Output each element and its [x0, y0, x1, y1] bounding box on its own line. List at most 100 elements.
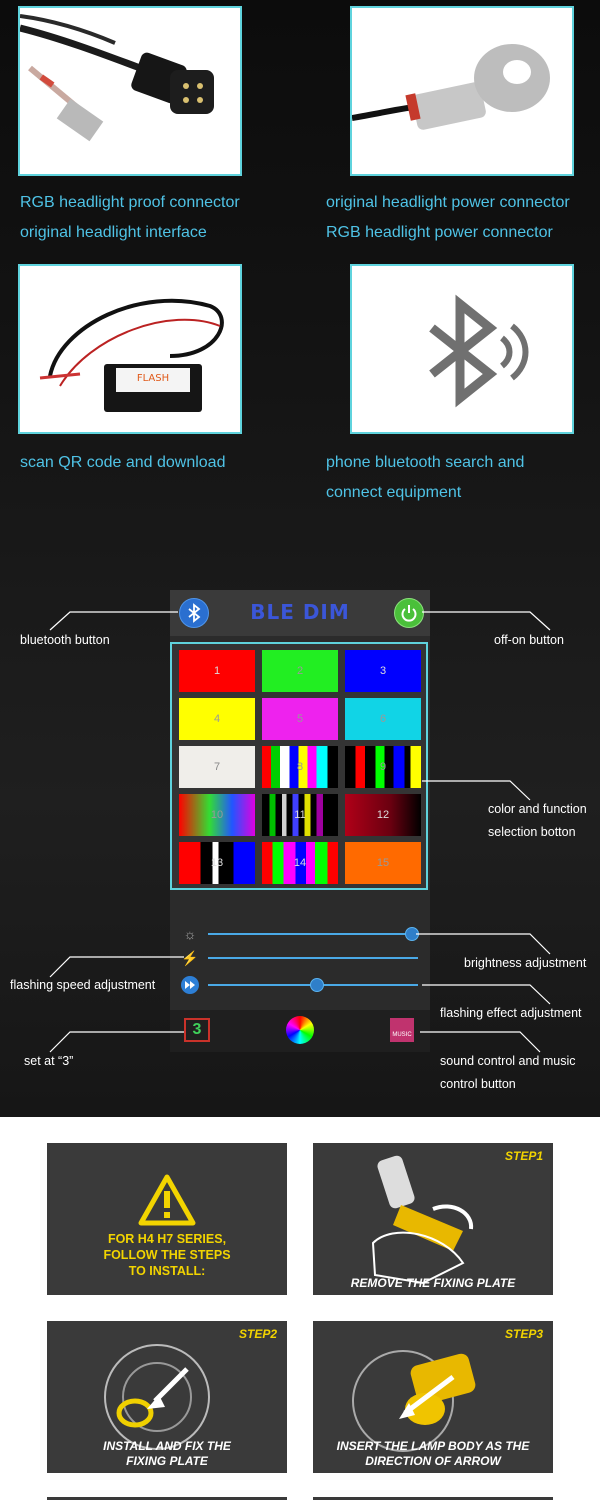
annotation-set-3: set at “3”	[24, 1054, 74, 1068]
caption-scan-qr: scan QR code and download	[20, 448, 225, 478]
step-tag: STEP3	[504, 1327, 543, 1341]
install-step2-card: STEP2 INSTALL AND FIX THE FIXING PLATE	[47, 1321, 287, 1473]
brightness-slider[interactable]: ☼	[170, 924, 430, 944]
step-tag: STEP1	[504, 1149, 543, 1163]
caption-line: RGB headlight power connector	[326, 224, 553, 241]
connector-cable-image	[20, 14, 214, 142]
annotation-line: sound control and music	[440, 1054, 576, 1068]
fast-forward-icon	[180, 975, 200, 995]
cell-number: 14	[293, 857, 307, 869]
power-connector-photo	[350, 6, 574, 176]
caption-line: connect equipment	[326, 484, 462, 501]
next-card-edge	[47, 1497, 287, 1500]
cell-number: 10	[210, 809, 224, 821]
annotation-bluetooth: bluetooth button	[20, 633, 110, 647]
color-cell[interactable]: 11	[262, 794, 338, 836]
color-cell[interactable]: 2	[262, 650, 338, 692]
annotation-line: selection botton	[488, 825, 576, 839]
color-cell[interactable]: 7	[179, 746, 255, 788]
flashing-effect-slider[interactable]	[170, 975, 430, 995]
ring-terminal-image	[352, 44, 550, 130]
intro-line: TO INSTALL:	[128, 1264, 206, 1278]
warning-icon	[138, 1174, 196, 1226]
mode-value: 3	[192, 1021, 202, 1038]
install-step3-card: STEP3 INSERT THE LAMP BODY AS THE DIRECT…	[313, 1321, 553, 1473]
cell-number: 15	[376, 857, 390, 869]
color-cell[interactable]: 8	[262, 746, 338, 788]
caption-line: scan QR code and download	[20, 454, 226, 471]
app-title: BLE DIM	[250, 600, 350, 624]
color-cell[interactable]: 10	[179, 794, 255, 836]
annotation-flash-speed: flashing speed adjustment	[10, 978, 156, 992]
bluetooth-button[interactable]	[179, 598, 209, 628]
step-line: REMOVE THE FIXING PLATE	[350, 1276, 516, 1290]
controller-box-image: FLASH	[39, 298, 224, 412]
dark-instructions-panel: RGB headlight proof connector original h…	[0, 0, 600, 1117]
slider-knob[interactable]	[310, 978, 325, 992]
color-cell[interactable]: 1	[179, 650, 255, 692]
color-cell[interactable]: 9	[345, 746, 421, 788]
cell-number: 7	[213, 761, 221, 773]
intro-line: FOLLOW THE STEPS	[103, 1248, 231, 1262]
next-card-edge	[313, 1497, 553, 1500]
cell-number: 8	[296, 761, 304, 773]
step-tag: STEP2	[238, 1327, 277, 1341]
cell-number: 5	[296, 713, 304, 725]
app-header: BLE DIM	[170, 590, 430, 636]
cell-number: 11	[294, 809, 306, 821]
cell-number: 9	[379, 761, 387, 773]
flashing-speed-slider[interactable]: ⚡	[170, 948, 430, 968]
cell-number: 4	[213, 713, 221, 725]
controller-module-photo: FLASH	[18, 264, 242, 434]
slider-track	[208, 933, 418, 935]
install-intro-card: FOR H4 H7 SERIES, FOLLOW THE STEPS TO IN…	[47, 1143, 287, 1295]
annotation-line: control button	[440, 1077, 516, 1091]
step-text: INSERT THE LAMP BODY AS THE DIRECTION OF…	[313, 1439, 553, 1469]
annotation-brightness: brightness adjustment	[464, 956, 587, 970]
annotation-sound: sound control and music control button	[440, 1050, 576, 1096]
step3-illustration	[352, 1350, 476, 1452]
color-cell[interactable]: 3	[345, 650, 421, 692]
bluetooth-photo	[350, 264, 574, 434]
color-cell[interactable]: 13	[179, 842, 255, 884]
color-cell[interactable]: 15	[345, 842, 421, 884]
annotation-flash-effect: flashing effect adjustment	[440, 1006, 582, 1020]
controller-label: FLASH	[137, 373, 169, 384]
color-wheel-button[interactable]	[286, 1016, 314, 1044]
lightning-icon: ⚡	[181, 950, 199, 966]
step-line: INSTALL AND FIX THE	[103, 1439, 231, 1453]
cell-number: 2	[296, 665, 304, 677]
step-text: REMOVE THE FIXING PLATE	[313, 1276, 553, 1291]
music-button[interactable]: MUSIC	[390, 1018, 414, 1042]
color-cell[interactable]: 5	[262, 698, 338, 740]
intro-line: FOR H4 H7 SERIES,	[107, 1232, 227, 1246]
cell-number: 3	[379, 665, 387, 677]
proof-connector-photo	[18, 6, 242, 176]
step-line: INSERT THE LAMP BODY AS THE	[336, 1439, 530, 1453]
cell-number: 13	[210, 857, 224, 869]
caption-line: phone bluetooth search and	[326, 454, 525, 471]
music-label: MUSIC	[392, 1032, 412, 1038]
color-cell[interactable]: 12	[345, 794, 421, 836]
step-line: DIRECTION OF ARROW	[365, 1454, 501, 1468]
slider-knob[interactable]	[404, 927, 419, 941]
caption-line: original headlight power connector	[326, 194, 570, 211]
app-footer: 3 MUSIC	[170, 1010, 430, 1052]
annotation-power: off-on button	[494, 633, 564, 647]
annotation-color-function: color and function selection botton	[488, 798, 587, 844]
cell-number: 6	[379, 713, 387, 725]
caption-line: RGB headlight proof connector	[20, 194, 240, 211]
color-cell[interactable]: 4	[179, 698, 255, 740]
annotation-line: color and function	[488, 802, 587, 816]
color-cell[interactable]: 6	[345, 698, 421, 740]
cell-number: 12	[376, 809, 390, 821]
sun-icon: ☼	[183, 926, 197, 942]
step2-illustration	[104, 1344, 210, 1450]
bluetooth-large-icon	[429, 294, 529, 408]
mode-set-button[interactable]: 3	[184, 1018, 210, 1042]
cell-number: 1	[213, 665, 221, 677]
color-cell[interactable]: 14	[262, 842, 338, 884]
power-button[interactable]	[394, 598, 424, 628]
